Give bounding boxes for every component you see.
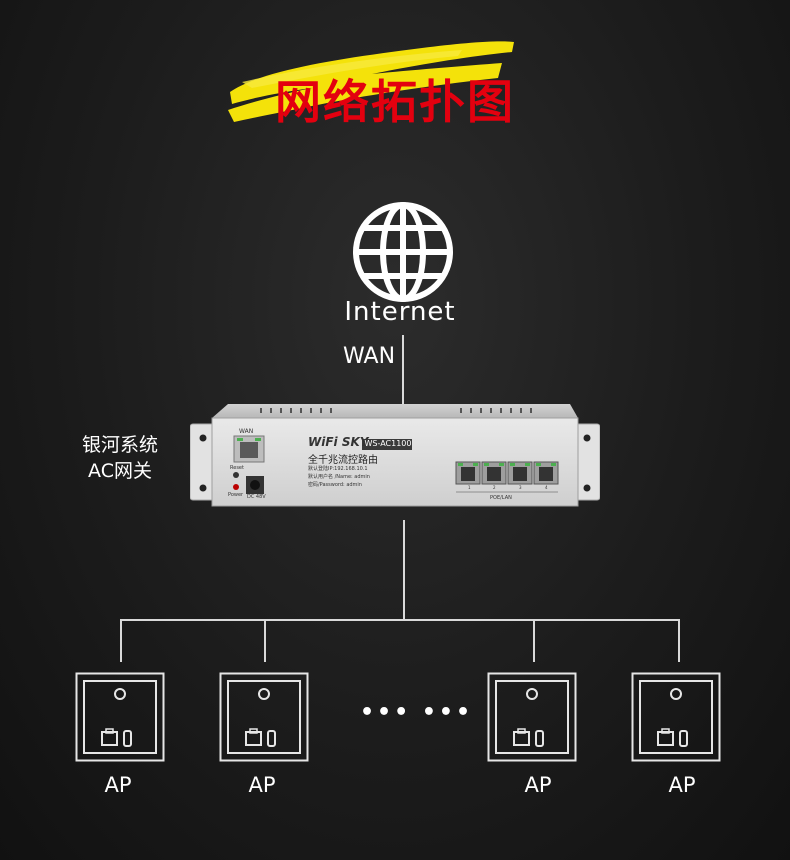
model-badge: WS-AC1100 [364, 439, 412, 448]
ap-label: AP [524, 773, 552, 797]
ap-panel-icon [487, 672, 577, 762]
ap-label: AP [104, 773, 132, 797]
ac-gateway-device: WAN Reset Power DC 48V WiFi SKY WS-AC110… [190, 404, 600, 508]
wan-label: WAN [343, 344, 396, 369]
drop-line [678, 619, 680, 662]
poe-label: POE/LAN [490, 495, 512, 501]
port-number: 2 [493, 485, 496, 490]
trunk-line [403, 520, 405, 620]
ap-label: AP [668, 773, 696, 797]
port-number: 1 [468, 485, 471, 490]
globe-icon [353, 202, 453, 302]
title-container: 网络拓扑图 [222, 30, 522, 130]
device-subtitle: 全千兆流控路由 [308, 455, 378, 466]
bus-line [120, 619, 680, 621]
port-number: 3 [519, 485, 522, 490]
ap-panel-icon [75, 672, 165, 762]
gateway-label-line1: 银河系统 [81, 434, 158, 456]
brush-stroke-icon [228, 41, 514, 123]
power-label: Power [228, 492, 244, 498]
title-banner [222, 30, 522, 130]
gateway-label: 银河系统 AC网关 [70, 432, 170, 484]
internet-label: Internet [344, 297, 456, 327]
ap-panel-icon [219, 672, 309, 762]
device-body-icon [190, 404, 600, 507]
ap-label: AP [248, 773, 276, 797]
device-ip-line: 默认登陆IP:192.168.10.1 [308, 466, 368, 472]
reset-label: Reset [230, 465, 244, 471]
drop-line [120, 619, 122, 662]
ap-panel-icon [631, 672, 721, 762]
wan-port-label: WAN [239, 428, 254, 435]
device-name-line: 默认用户名 /Name: admin [308, 474, 370, 480]
ellipsis-more: ••• ••• [360, 700, 474, 725]
dc-label: DC 48V [247, 494, 266, 500]
port-number: 4 [545, 485, 548, 490]
drop-line [533, 619, 535, 662]
page-title: 网络拓扑图 [275, 75, 515, 129]
wan-connector-line [402, 335, 404, 408]
drop-line [264, 619, 266, 662]
brand-logo: WiFi SKY [308, 435, 369, 449]
gateway-label-line2: AC网关 [88, 460, 152, 482]
device-pwd-line: 密码/Password: admin [308, 482, 362, 488]
